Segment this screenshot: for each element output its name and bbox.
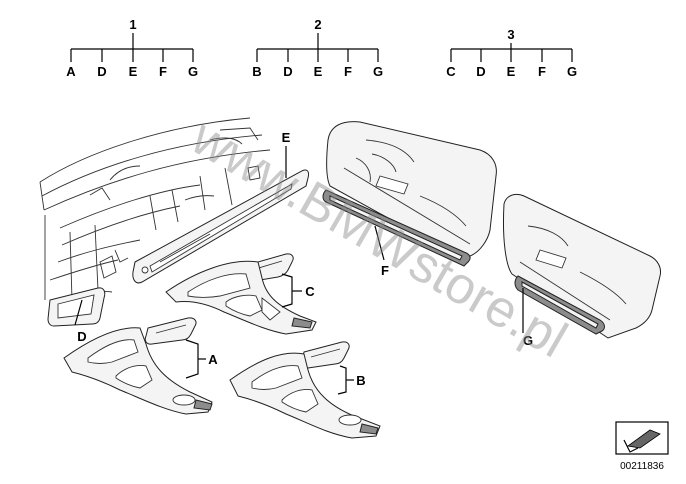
variant-label: E [129,64,138,79]
console-trim-c [165,260,317,335]
variant-label: E [314,64,323,79]
variant-label: A [66,64,76,79]
variant-label: D [97,64,106,79]
variant-label: D [476,64,485,79]
variant-tree-3: 3 C D E F G [446,27,577,79]
trim-plaque-a [144,317,197,345]
trim-plaque-b [300,341,350,369]
variant-label: G [188,64,198,79]
variant-label: C [446,64,456,79]
tree-number-2: 2 [314,17,321,32]
callout-a: A [208,352,218,367]
part-g-door-trim [514,275,605,335]
variant-label: D [283,64,292,79]
variant-tree-2: 2 B D E F G [252,17,383,79]
variant-label: F [538,64,546,79]
part-d-panel [47,287,106,327]
part-e-dashboard-trim [132,169,309,284]
rear-door-panel [503,193,661,339]
variant-label: B [252,64,261,79]
console-trim-a [63,327,213,415]
dashboard-sketch [39,117,271,301]
arrow-icon [626,429,661,449]
callout-f: F [381,263,389,278]
console-trim-b [229,352,381,439]
callout-e: E [282,130,291,145]
callout-g: G [523,333,533,348]
part-f-door-trim [322,189,471,267]
variant-label: F [344,64,352,79]
variant-label: G [567,64,577,79]
variant-label: E [507,64,516,79]
variant-tree-1: 1 A D E F G [66,17,198,79]
variant-label: G [373,64,383,79]
tree-number-1: 1 [129,17,136,32]
callouts: E F C D A B G [74,130,533,395]
callout-c: C [305,284,315,299]
tree-number-3: 3 [507,27,514,42]
callout-d: D [77,329,86,344]
variant-label: F [159,64,167,79]
callout-b: B [356,373,365,388]
front-door-panel [326,121,497,263]
reference-box: 00211836 [615,421,669,472]
reference-number: 00211836 [620,461,664,472]
